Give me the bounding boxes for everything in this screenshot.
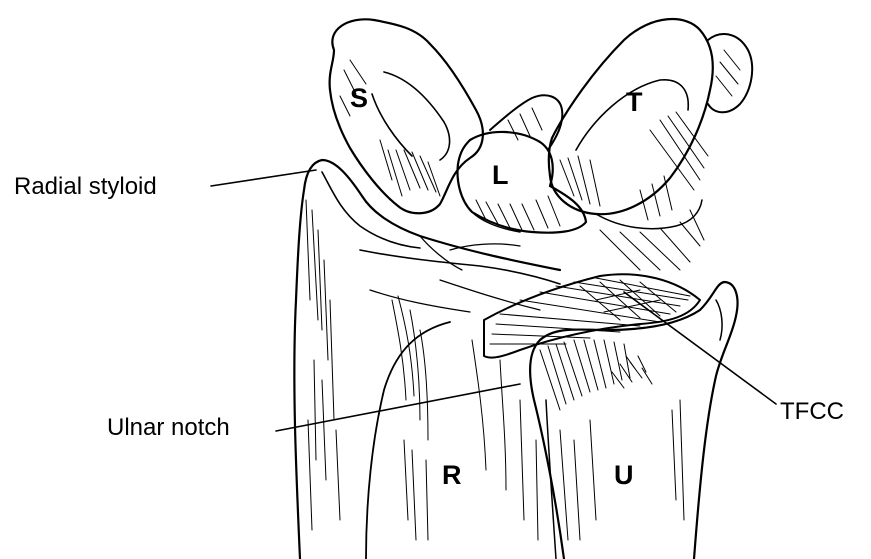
- radial-styloid-leader: [211, 170, 316, 186]
- ulna-bone: [530, 282, 737, 559]
- ulnar-notch-label: Ulnar notch: [107, 414, 230, 442]
- tfcc-label: TFCC: [780, 398, 844, 426]
- radial-styloid-label: Radial styloid: [14, 173, 157, 201]
- radius-bone: [294, 160, 560, 559]
- lunate-bone: [458, 132, 586, 233]
- triquetrum-letter: T: [626, 87, 643, 118]
- triquetrum-bone: [549, 19, 752, 270]
- tfcc-structure: [484, 274, 700, 357]
- ulna-letter: U: [614, 460, 634, 491]
- scaphoid-letter: S: [350, 83, 368, 114]
- radius-letter: R: [442, 460, 462, 491]
- lunate-letter: L: [492, 160, 509, 191]
